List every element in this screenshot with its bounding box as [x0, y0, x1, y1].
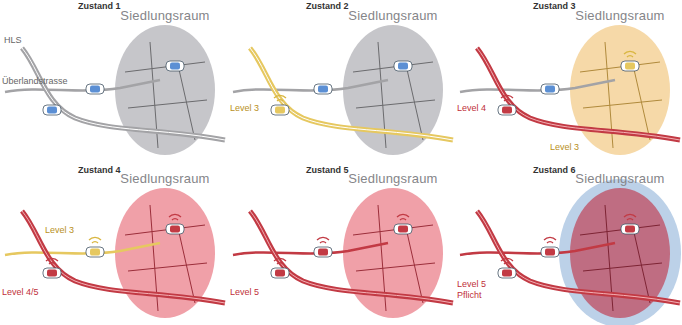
- settlement-outline: [343, 188, 443, 318]
- settlement-area: Siedlungsraum: [570, 188, 670, 318]
- state-title: Zustand 2: [306, 1, 349, 12]
- settlement-area: Siedlungsraum: [343, 188, 443, 318]
- settlement-outline: [570, 25, 670, 155]
- level-label: Level 4: [457, 103, 486, 114]
- settlement-ellipse: [343, 188, 443, 318]
- settlement-outline: [115, 25, 215, 155]
- area-label: Siedlungsraum: [343, 171, 443, 186]
- settlement-outline: [570, 188, 670, 318]
- settlement-ellipse: [115, 25, 215, 155]
- road-label: HLS: [4, 35, 22, 46]
- area-label: Siedlungsraum: [115, 171, 215, 186]
- area-label: Siedlungsraum: [343, 8, 443, 23]
- settlement-ellipse: [115, 188, 215, 318]
- level-label: Level 3: [45, 225, 74, 236]
- level-label: Level 3: [230, 103, 259, 114]
- state-title: Zustand 6: [533, 165, 576, 176]
- level-label: Level 3: [550, 142, 579, 153]
- settlement-ellipse: [570, 188, 670, 318]
- settlement-area: Siedlungsraum: [343, 25, 443, 155]
- settlement-area: Siedlungsraum: [570, 25, 670, 155]
- settlement-outline: [115, 188, 215, 318]
- state-title: Zustand 1: [78, 1, 121, 12]
- road-label: Überlandstrasse: [2, 76, 68, 87]
- settlement-ellipse: [570, 25, 670, 155]
- state-title: Zustand 5: [306, 165, 349, 176]
- area-label: Siedlungsraum: [570, 8, 670, 23]
- state-title: Zustand 4: [78, 165, 121, 176]
- settlement-outline: [343, 25, 443, 155]
- state-title: Zustand 3: [533, 1, 576, 12]
- settlement-ellipse: [343, 25, 443, 155]
- level-label: Level 5: [230, 287, 259, 298]
- regulation-halo: [559, 179, 681, 325]
- settlement-area: Siedlungsraum: [115, 25, 215, 155]
- area-label: Siedlungsraum: [570, 171, 670, 186]
- settlement-area: Siedlungsraum: [115, 188, 215, 318]
- level-label: Level 4/5: [2, 287, 39, 298]
- level-label: Level 5 Pflicht: [457, 279, 493, 301]
- area-label: Siedlungsraum: [115, 8, 215, 23]
